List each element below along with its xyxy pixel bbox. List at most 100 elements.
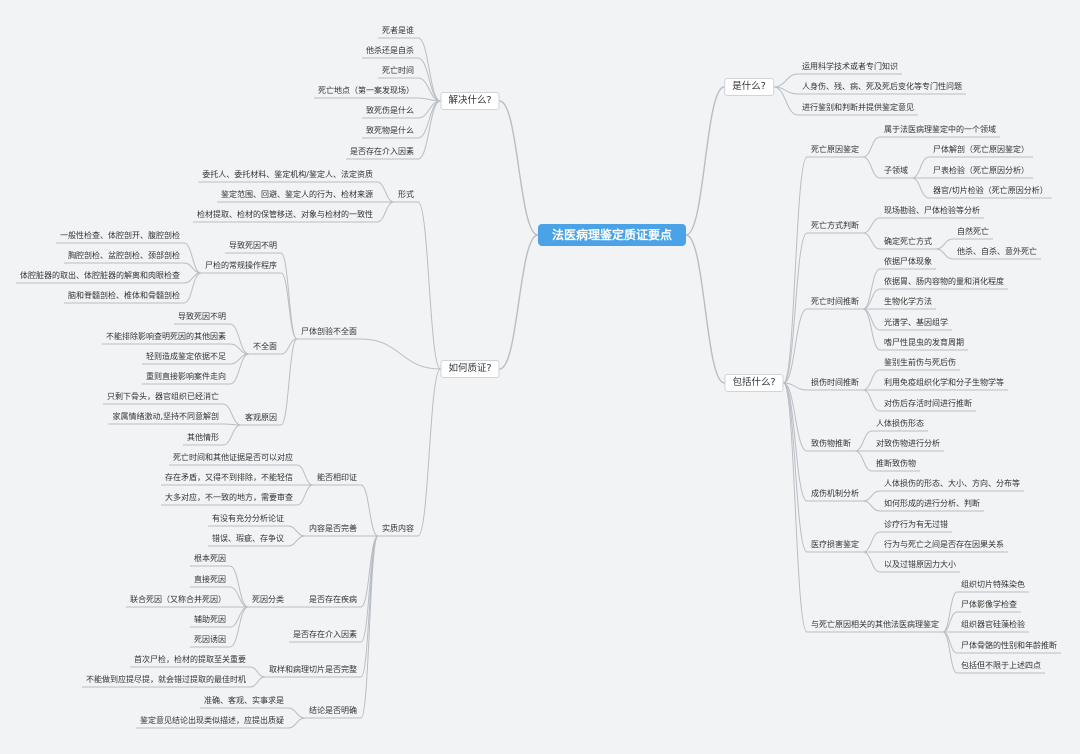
topic-node[interactable]: 是否存在介入因素 bbox=[293, 630, 357, 639]
topic-node[interactable]: 脑和脊髓剖检、椎体和骨髓剖检 bbox=[68, 291, 180, 300]
topic-node[interactable]: 如何形成的进行分析、判断 bbox=[884, 499, 980, 508]
topic-node[interactable]: 成伤机制分析 bbox=[811, 489, 859, 498]
topic-node[interactable]: 对伤后存活时间进行推断 bbox=[884, 399, 972, 408]
topic-node[interactable]: 其他情形 bbox=[187, 433, 219, 442]
topic-node[interactable]: 只剩下骨头，器官组织已经消亡 bbox=[107, 392, 219, 401]
topic-node[interactable]: 现场勘验、尸体检验等分析 bbox=[884, 206, 980, 215]
topic-node[interactable]: 损伤时间推断 bbox=[811, 378, 859, 387]
topic-node[interactable]: 致伤物推断 bbox=[811, 439, 851, 448]
topic-node[interactable]: 光谱学、基因组学 bbox=[884, 318, 948, 327]
topic-node[interactable]: 辅助死因 bbox=[194, 615, 226, 624]
topic-node[interactable]: 属于法医病理鉴定中的一个领域 bbox=[884, 125, 996, 134]
topic-node[interactable]: 存在矛盾，又得不到排除，不能轻信 bbox=[165, 473, 293, 482]
connector-line bbox=[942, 591, 958, 633]
topic-node[interactable]: 鉴定意见结论出现类似描述，应提出质疑 bbox=[140, 716, 284, 725]
topic-node[interactable]: 自然死亡 bbox=[957, 227, 989, 236]
topic-node[interactable]: 进行鉴别和判断并提供鉴定意见 bbox=[802, 103, 914, 112]
topic-node[interactable]: 尸体骨骼的性别和年龄推断 bbox=[961, 641, 1057, 650]
topic-node[interactable]: 首次尸检，检材的提取至关重要 bbox=[134, 655, 246, 664]
topic-node[interactable]: 人体损伤的形态、大小、方向、分布等 bbox=[884, 479, 1020, 488]
topic-node[interactable]: 嗜尸性昆虫的发育周期 bbox=[884, 338, 964, 347]
topic-node[interactable]: 内容是否完善 bbox=[309, 524, 357, 533]
topic-node[interactable]: 直接死因 bbox=[194, 575, 226, 584]
topic-node[interactable]: 不能排除影响查明死因的其他因素 bbox=[106, 332, 226, 341]
topic-node[interactable]: 死亡方式判断 bbox=[811, 221, 859, 230]
topic-node[interactable]: 一般性检查、体腔剖开、腹腔剖检 bbox=[60, 231, 180, 240]
topic-node[interactable]: 死亡时间推断 bbox=[811, 297, 859, 306]
connector-line bbox=[183, 242, 202, 274]
topic-node[interactable]: 利用免疫组织化学和分子生物学等 bbox=[884, 378, 1004, 387]
topic-node[interactable]: 依据胃、肠内容物的量和消化程度 bbox=[884, 277, 1004, 286]
topic-node[interactable]: 确定死亡方式 bbox=[884, 237, 932, 246]
topic-node[interactable]: 与死亡原因相关的其他法医病理鉴定 bbox=[811, 620, 939, 629]
topic-node[interactable]: 尸表检验（死亡原因分析） bbox=[933, 166, 1029, 175]
topic-node[interactable]: 对致伤物进行分析 bbox=[876, 439, 940, 448]
topic-node[interactable]: 准确、客观、实事求是 bbox=[204, 696, 284, 705]
topic-node[interactable]: 家属情绪激动,坚持不同意解剖 bbox=[112, 412, 219, 421]
topic-node[interactable]: 他杀、自杀、意外死亡 bbox=[957, 247, 1037, 256]
topic-node[interactable]: 检材提取、检材的保管移送、对象与检材的一致性 bbox=[197, 210, 373, 219]
topic-node[interactable]: 依据尸体现象 bbox=[884, 257, 932, 266]
topic-node[interactable]: 尸体剖验不全面 bbox=[301, 327, 357, 336]
topic-node[interactable]: 运用科学技术或者专门知识 bbox=[802, 62, 898, 71]
topic-node[interactable]: 生物化学方法 bbox=[884, 297, 932, 306]
topic-node[interactable]: 死亡原因鉴定 bbox=[811, 145, 859, 154]
topic-node[interactable]: 重则直接影响案件走向 bbox=[146, 372, 226, 381]
topic-node[interactable]: 导致死因不明 bbox=[229, 241, 277, 250]
topic-node[interactable]: 包括但不限于上述四点 bbox=[961, 661, 1041, 670]
topic-node[interactable]: 死因分类 bbox=[252, 595, 284, 604]
topic-node[interactable]: 鉴定范围、回避、鉴定人的行为、检材来源 bbox=[221, 190, 373, 199]
topic-node[interactable]: 推断致伤物 bbox=[876, 459, 916, 468]
topic-node[interactable]: 诊疗行为有无过错 bbox=[884, 520, 948, 529]
topic-node[interactable]: 取样和病理切片是否完整 bbox=[269, 665, 357, 674]
topic-node[interactable]: 大多对应，不一致的地方，需要审查 bbox=[165, 493, 293, 502]
main-topic[interactable]: 包括什么? bbox=[724, 374, 784, 392]
topic-node[interactable]: 死者是谁 bbox=[382, 26, 414, 35]
connector-line bbox=[417, 100, 441, 160]
topic-node[interactable]: 有没有充分分析论证 bbox=[212, 514, 284, 523]
topic-node[interactable]: 他杀还是自杀 bbox=[366, 46, 414, 55]
main-topic[interactable]: 是什么? bbox=[724, 78, 774, 96]
topic-node[interactable]: 客观原因 bbox=[245, 413, 277, 422]
topic-node[interactable]: 联合死因（又称合并死因） bbox=[130, 595, 226, 604]
topic-node[interactable]: 死因诱因 bbox=[194, 635, 226, 644]
topic-node[interactable]: 不能做到应提尽提，就会错过提取的最佳时机 bbox=[86, 675, 246, 684]
topic-node[interactable]: 人体损伤形态 bbox=[876, 419, 924, 428]
root-topic[interactable]: 法医病理鉴定质证要点 bbox=[537, 224, 687, 246]
main-topic[interactable]: 解决什么? bbox=[440, 92, 500, 110]
topic-node[interactable]: 人身伤、残、病、死及死后变化等专门性问题 bbox=[802, 82, 962, 91]
topic-node[interactable]: 是否存在疾病 bbox=[309, 595, 357, 604]
topic-node[interactable]: 致死伤是什么 bbox=[366, 106, 414, 115]
main-topic[interactable]: 如何质证? bbox=[440, 360, 500, 378]
topic-node[interactable]: 尸体影像学检查 bbox=[961, 600, 1017, 609]
topic-node[interactable]: 死亡地点（第一案发现场） bbox=[318, 86, 414, 95]
topic-node[interactable]: 根本死因 bbox=[194, 554, 226, 563]
topic-node[interactable]: 尸体解剖（死亡原因鉴定） bbox=[933, 145, 1029, 154]
topic-node[interactable]: 组织切片特殊染色 bbox=[961, 580, 1025, 589]
topic-node[interactable]: 是否存在介入因素 bbox=[350, 147, 414, 156]
topic-node[interactable]: 导致死因不明 bbox=[178, 312, 226, 321]
topic-node[interactable]: 胸腔剖检、盆腔剖检、颈部剖检 bbox=[68, 251, 180, 260]
topic-node[interactable]: 鉴别生前伤与死后伤 bbox=[884, 358, 956, 367]
topic-node[interactable]: 实质内容 bbox=[382, 524, 414, 533]
topic-node[interactable]: 死亡时间 bbox=[382, 66, 414, 75]
topic-node[interactable]: 致死物是什么 bbox=[366, 126, 414, 135]
connector-line bbox=[862, 156, 881, 179]
topic-node[interactable]: 尸检的常规操作程序 bbox=[205, 261, 277, 270]
topic-node[interactable]: 行为与死亡之间是否存在因果关系 bbox=[884, 540, 1004, 549]
topic-node[interactable]: 器官/切片检验（死亡原因分析） bbox=[933, 186, 1048, 195]
topic-node[interactable]: 以及过错原因力大小 bbox=[884, 560, 956, 569]
topic-node[interactable]: 组织器官硅藻检验 bbox=[961, 620, 1025, 629]
topic-node[interactable]: 死亡时间和其他证据是否可以对应 bbox=[173, 453, 293, 462]
topic-node[interactable]: 医疗损害鉴定 bbox=[811, 540, 859, 549]
topic-node[interactable]: 体腔脏器的取出、体腔脏器的解离和肉眼检查 bbox=[20, 271, 180, 280]
topic-node[interactable]: 能否相印证 bbox=[317, 473, 357, 482]
topic-node[interactable]: 形式 bbox=[398, 190, 414, 199]
connector-line bbox=[854, 450, 873, 472]
topic-node[interactable]: 错误、瑕疵、存争议 bbox=[212, 534, 284, 543]
topic-node[interactable]: 结论是否明确 bbox=[309, 706, 357, 715]
topic-node[interactable]: 子领域 bbox=[884, 166, 908, 175]
topic-node[interactable]: 不全面 bbox=[253, 342, 277, 351]
topic-node[interactable]: 轻则造成鉴定依据不足 bbox=[146, 352, 226, 361]
topic-node[interactable]: 委托人、委托材料、鉴定机构/鉴定人、法定资质 bbox=[202, 170, 373, 179]
